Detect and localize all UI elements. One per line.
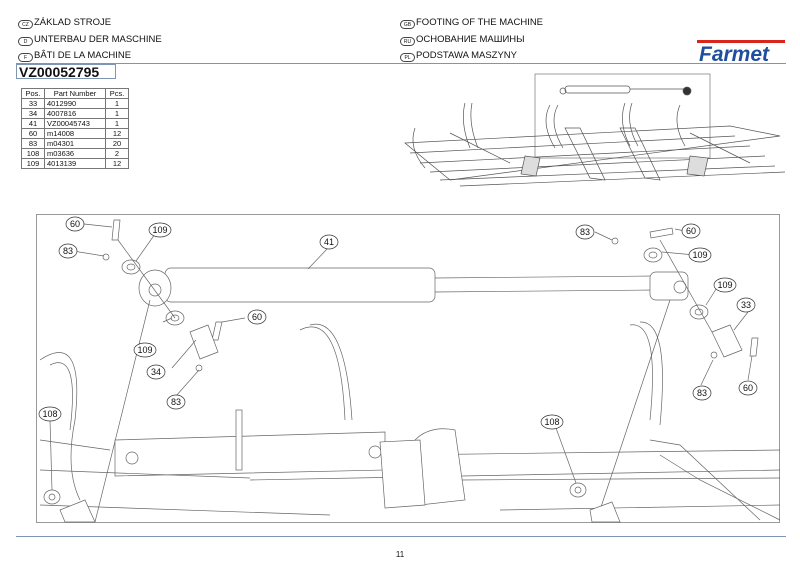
callout-60: 60 [247,309,267,325]
farmet-logo: Farmet [695,37,787,72]
callout-60: 60 [738,380,758,396]
svg-text:60: 60 [252,312,262,322]
callout-34: 34 [146,364,166,380]
page-number: 11 [395,550,405,559]
machine-overview-drawing [404,73,786,187]
callout-60: 60 [681,223,701,239]
cylinder-clevis-right [649,271,689,301]
callout-108: 108 [38,406,62,422]
svg-text:83: 83 [697,388,707,398]
svg-text:60: 60 [743,383,753,393]
svg-text:60: 60 [70,219,80,229]
lang-badge: GB [400,20,415,29]
callout-41: 41 [319,234,339,250]
lang-badge: RU [400,37,415,46]
callout-109: 109 [688,247,712,263]
svg-text:108: 108 [544,417,559,427]
lang-badge: CZ [18,20,33,29]
svg-text:33: 33 [741,300,751,310]
logo-red-bar [697,40,785,43]
header-divider [16,63,786,64]
svg-text:109: 109 [717,280,732,290]
svg-text:83: 83 [171,397,181,407]
detail-frame [534,73,711,159]
detail-frame-main [36,214,780,523]
svg-text:83: 83 [63,246,73,256]
lang-badge: PL [400,53,415,62]
footer-divider [16,536,786,537]
svg-text:109: 109 [692,250,707,260]
cylinder-eye-left [138,269,172,307]
svg-text:34: 34 [151,367,161,377]
assembly-number: VZ00052795 [16,64,116,80]
logo-text: Farmet [699,43,770,66]
callout-83: 83 [575,224,595,240]
svg-text:108: 108 [42,409,57,419]
cylinder-body [164,267,436,303]
callout-83: 83 [58,243,78,259]
svg-text:60: 60 [686,226,696,236]
callout-109: 109 [133,342,157,358]
callout-83: 83 [692,385,712,401]
callout-109: 109 [148,222,172,238]
callout-83: 83 [166,394,186,410]
svg-text:109: 109 [152,225,167,235]
lang-badge: F [18,53,33,62]
callout-108: 108 [540,414,564,430]
svg-text:83: 83 [580,227,590,237]
callout-109: 109 [713,277,737,293]
lang-badge: D [18,37,33,46]
svg-text:109: 109 [137,345,152,355]
callout-33: 33 [736,297,756,313]
svg-text:41: 41 [324,237,334,247]
callout-60: 60 [65,216,85,232]
